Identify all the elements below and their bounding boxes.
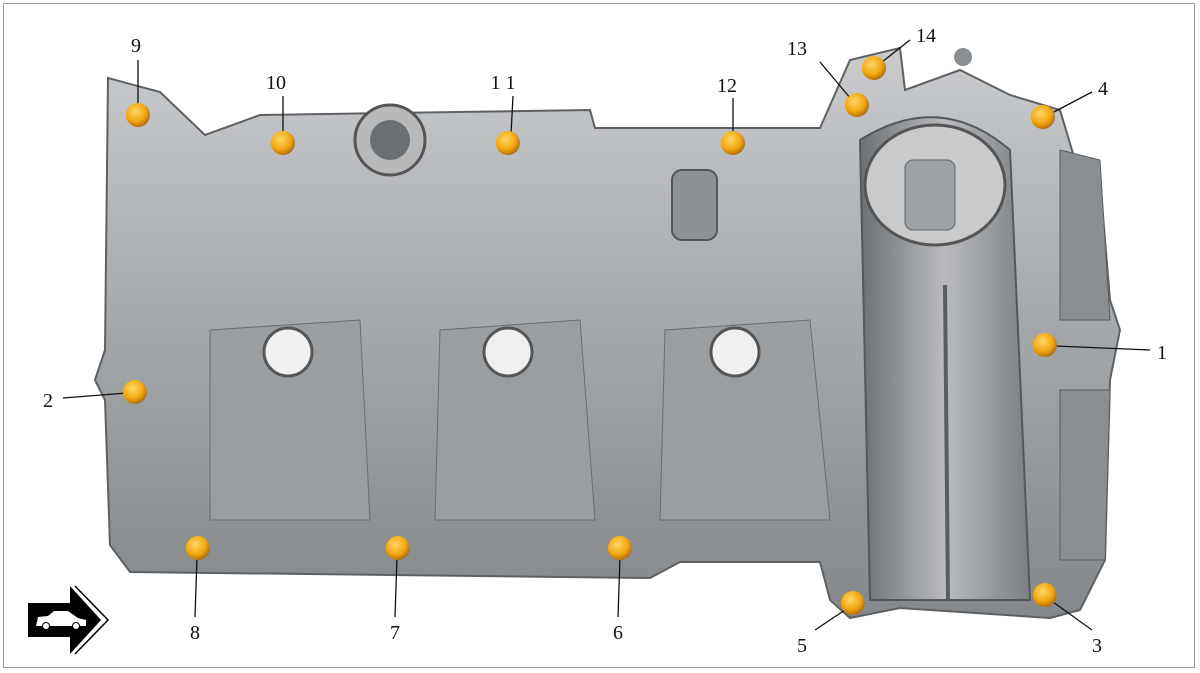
- bolt-12: [721, 131, 745, 155]
- callout-label: 4: [1098, 78, 1108, 100]
- leader-lines: [62, 39, 1151, 631]
- callout-label: 8: [190, 622, 200, 644]
- callout-label: 1 1: [491, 72, 516, 94]
- bolt-6: [608, 536, 632, 560]
- callout-label: 1: [1157, 342, 1167, 364]
- bolt-8: [186, 536, 210, 560]
- bolt-13: [845, 93, 869, 117]
- bolt-5: [841, 591, 865, 615]
- callout-label: 5: [797, 635, 807, 657]
- car-forward-arrow-icon: [28, 585, 110, 655]
- callout-label: 14: [916, 25, 936, 47]
- callout-label: 12: [717, 75, 737, 97]
- bolt-7: [386, 536, 410, 560]
- bolt-3: [1033, 583, 1057, 607]
- bolt-10: [271, 131, 295, 155]
- callout-labels: 9 10 1 1 12 13 14 4 1 2 8 7 6 5 3: [43, 25, 1167, 657]
- bolt-2: [123, 380, 147, 404]
- bolt-1: [1033, 333, 1057, 357]
- callout-label: 3: [1092, 635, 1102, 657]
- bolt-14: [862, 56, 886, 80]
- callout-label: 9: [131, 35, 141, 57]
- valve-cover: [93, 46, 1122, 620]
- bolt-9: [126, 103, 150, 127]
- bolt-11: [496, 131, 520, 155]
- bolts: [123, 56, 1057, 615]
- diagram-frame: [3, 3, 1195, 668]
- callout-label: 6: [613, 622, 623, 644]
- callout-label: 7: [390, 622, 400, 644]
- callout-label: 13: [787, 38, 807, 60]
- bolt-4: [1031, 105, 1055, 129]
- callout-label: 10: [266, 72, 286, 94]
- callout-label: 2: [43, 390, 53, 412]
